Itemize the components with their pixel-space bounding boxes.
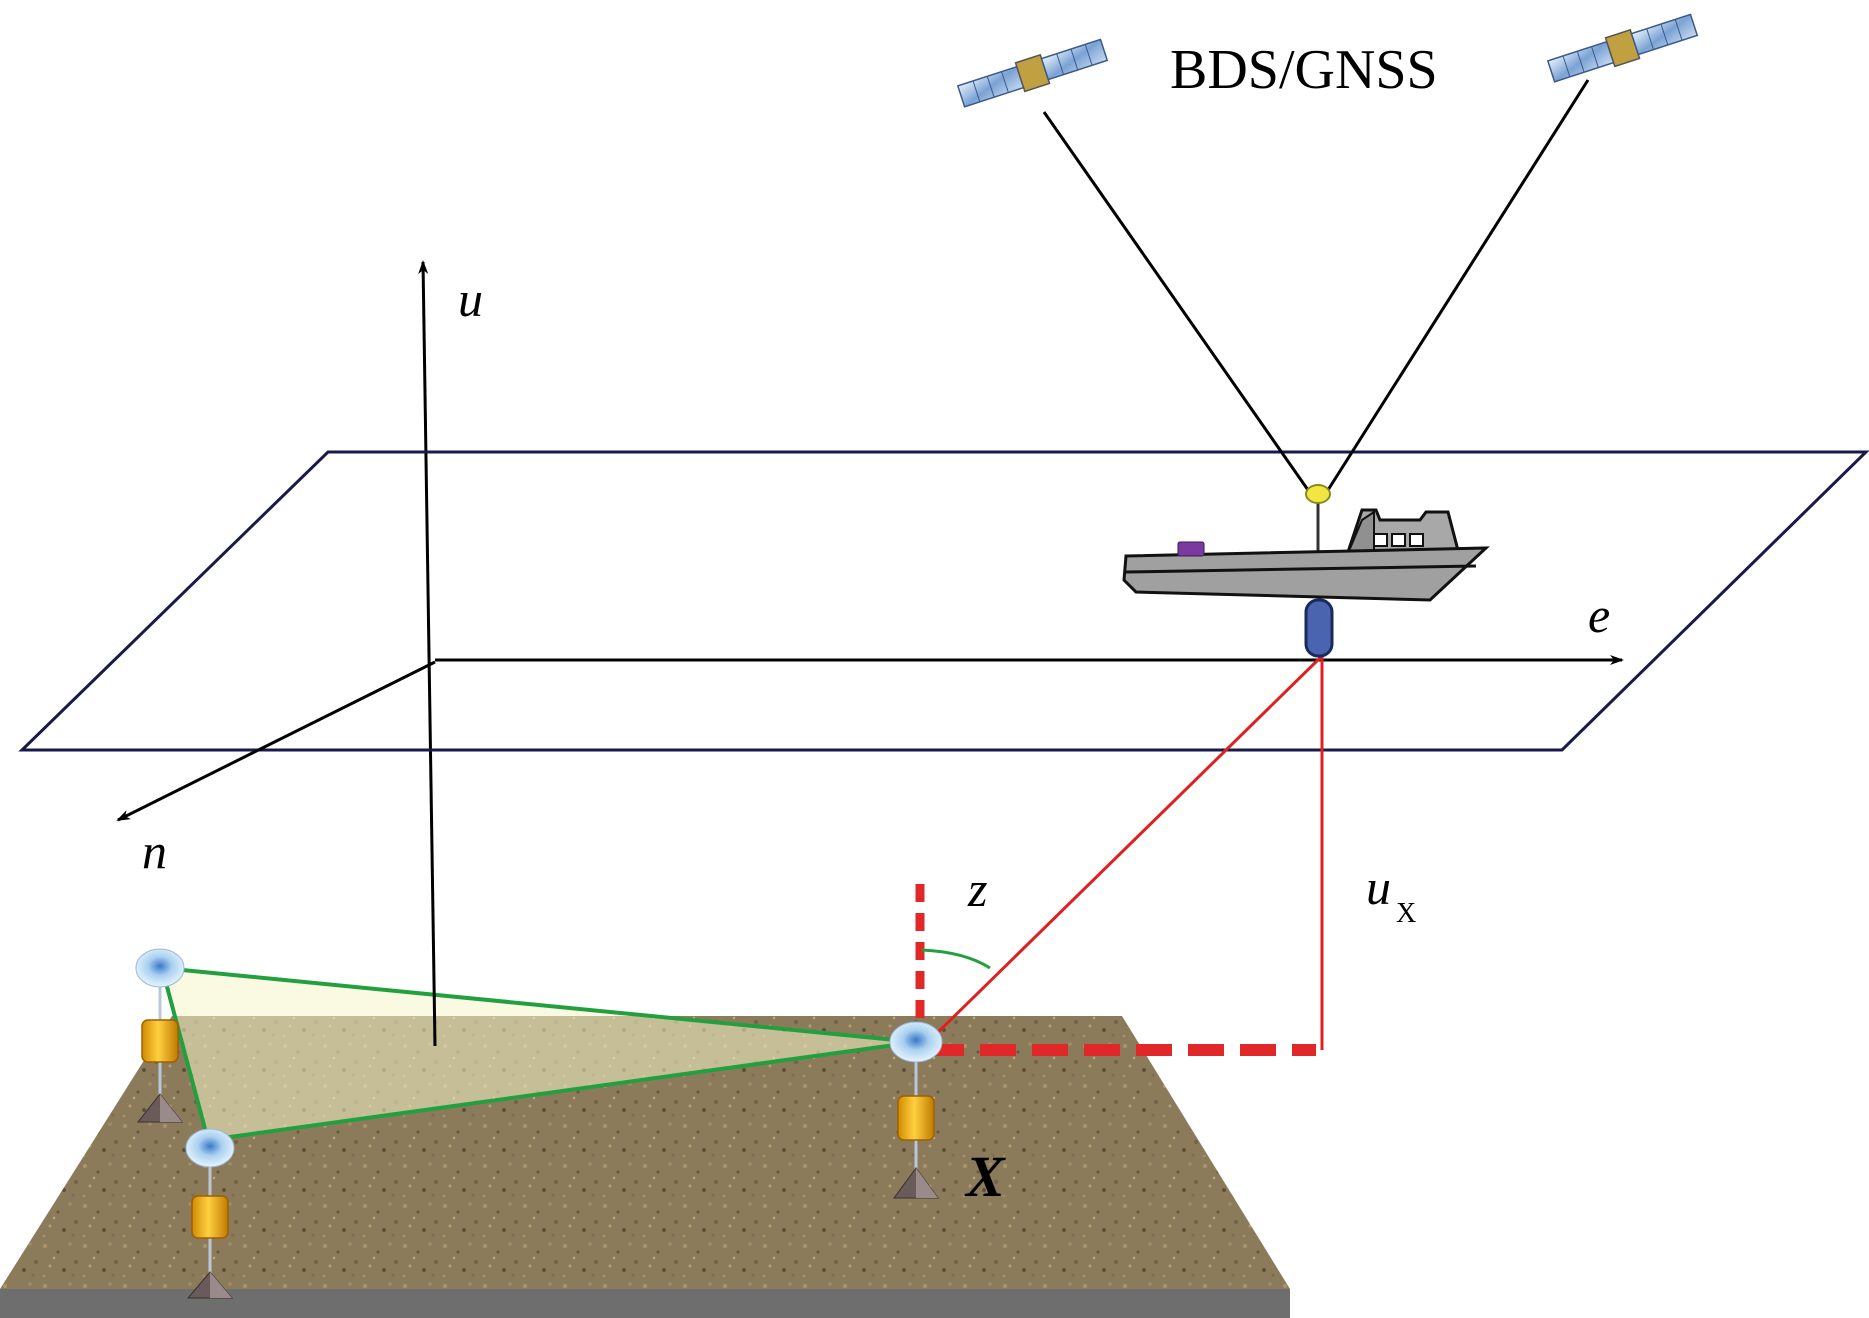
antenna-icon bbox=[1305, 484, 1331, 504]
transponder-icon bbox=[185, 1128, 235, 1299]
title-label: BDS/GNSS bbox=[1170, 39, 1438, 101]
point-x-label: X bbox=[964, 1144, 1006, 1209]
ux-label: u bbox=[1366, 859, 1391, 915]
east-axis-label: e bbox=[1588, 587, 1610, 643]
transponder-baseline-triangle bbox=[160, 966, 917, 1143]
zenith-angle-label: z bbox=[967, 861, 987, 917]
up-axis bbox=[418, 260, 437, 1047]
transducer-icon bbox=[1304, 598, 1334, 658]
transponder-icon bbox=[135, 948, 185, 1123]
satellite-signal-lines bbox=[1042, 79, 1590, 491]
transponder-icon bbox=[889, 1021, 943, 1199]
north-axis-label: n bbox=[142, 823, 167, 879]
ux-subscript: X bbox=[1396, 898, 1416, 929]
satellite-icon bbox=[1546, 13, 1699, 83]
ship-icon bbox=[1122, 484, 1490, 658]
north-axis bbox=[116, 660, 436, 822]
acoustic-ray bbox=[926, 654, 1324, 1044]
zenith-angle-arc bbox=[921, 948, 991, 970]
satellite-icon bbox=[956, 38, 1109, 108]
up-axis-label: u bbox=[458, 271, 483, 327]
